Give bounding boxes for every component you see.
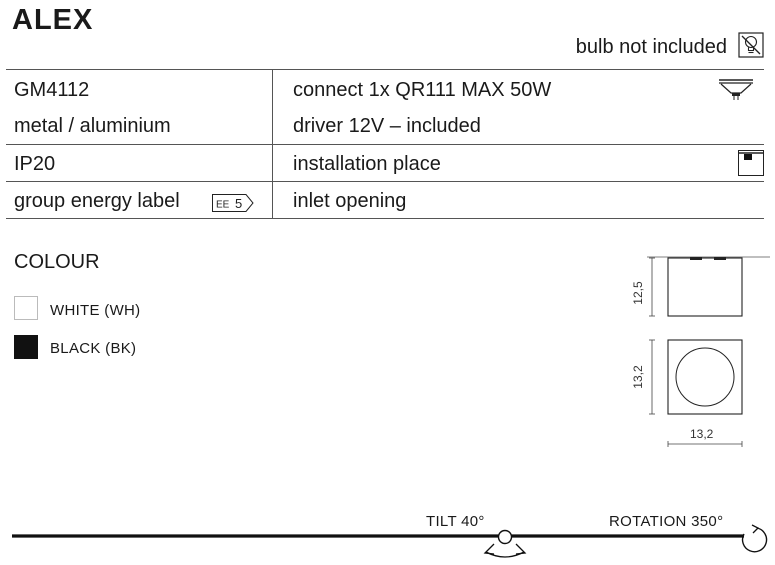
width-dimension-label: 13,2 [690, 427, 714, 441]
spec-connect: connect 1x QR111 MAX 50W [293, 79, 552, 101]
qr111-lamp-icon [719, 79, 753, 100]
table-border-bottom [6, 218, 764, 219]
tilt-icon [483, 529, 527, 558]
product-title: ALEX [12, 4, 94, 36]
bulb-note: bulb not included [575, 36, 727, 58]
energy-badge-prefix: EE [216, 200, 230, 211]
tilt-label: TILT 40° [426, 513, 485, 530]
side-view-body [667, 257, 743, 317]
depth-dimension-label: 13,2 [631, 365, 645, 389]
colour-label-white: WHITE (WH) [50, 302, 141, 319]
spec-ip-rating: IP20 [14, 153, 56, 175]
colour-title: COLOUR [14, 251, 100, 273]
height-dimension-label: 12,5 [631, 281, 645, 305]
spec-material: metal / aluminium [14, 115, 171, 137]
colour-label-black: BLACK (BK) [50, 340, 137, 357]
rotation-icon [741, 524, 768, 553]
table-border-top [6, 69, 764, 70]
colour-swatch-black [14, 335, 38, 359]
spec-driver: driver 12V – included [293, 115, 481, 137]
table-divider [6, 181, 764, 182]
top-view-opening [675, 347, 735, 407]
mount-clip [714, 257, 726, 260]
table-column-divider [272, 69, 273, 219]
ceiling-mount-icon [738, 150, 764, 176]
table-divider [6, 144, 764, 145]
dimension-drawing [647, 256, 770, 447]
no-bulb-icon [738, 32, 764, 58]
spec-energy-label: group energy label [14, 190, 180, 212]
mount-clip [690, 257, 702, 260]
adjustment-bar [12, 524, 768, 558]
energy-badge-value: 5 [235, 196, 242, 211]
colour-swatch-white [14, 296, 38, 320]
spec-code: GM4112 [14, 79, 90, 101]
spec-installation-place: installation place [293, 153, 441, 175]
spec-inlet-opening: inlet opening [293, 190, 407, 212]
rotation-label: ROTATION 350° [609, 513, 724, 530]
energy-class-badge: EE 5 [212, 194, 254, 212]
